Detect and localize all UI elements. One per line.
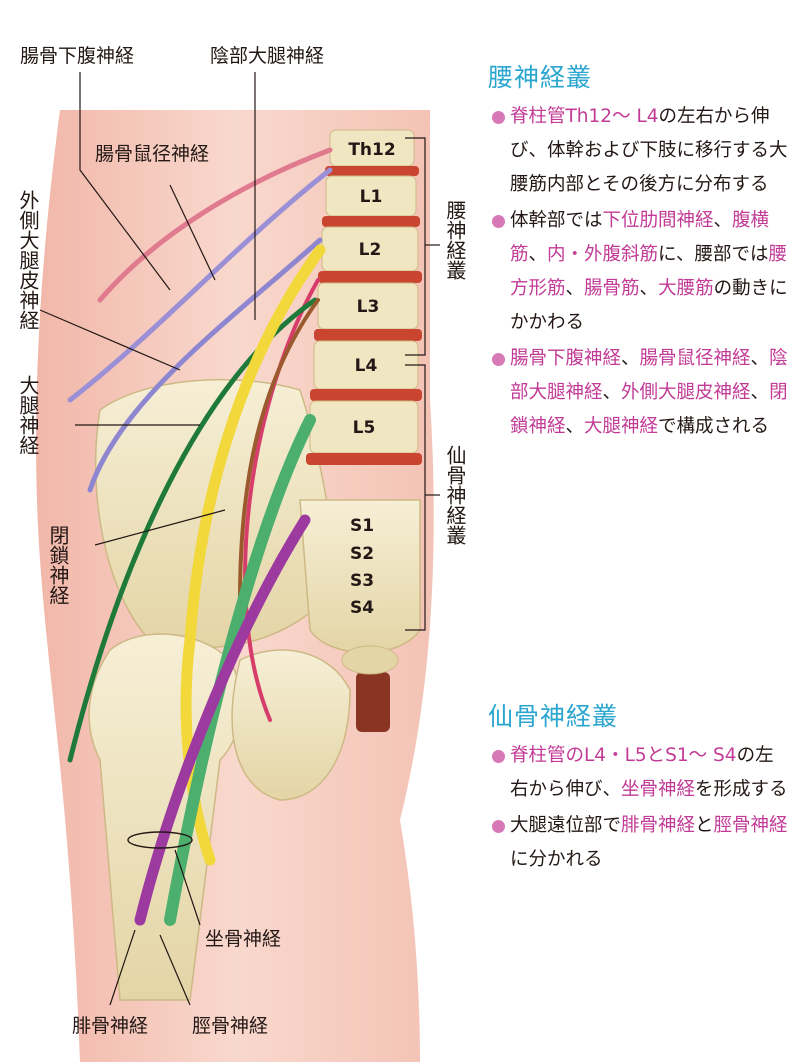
- pubis: [231, 649, 351, 801]
- leader-lines: [39, 72, 440, 1006]
- label-femoral: 大腿神経: [16, 375, 40, 455]
- bullet-item: 脊柱管Th12〜 L4の左右から伸び、体幹および下肢に移行する大腰筋内部とその後…: [488, 100, 788, 202]
- rotation-marker: [127, 831, 193, 849]
- bullet-item: 腸骨下腹神経、腸骨鼠径神経、陰部大腿神経、外側大腿皮神経、閉鎖神経、大腿神経で構…: [488, 342, 788, 444]
- label-sacral-plexus-bracket: 仙骨神経叢: [443, 445, 467, 545]
- lumbar-plexus-title: 腰神経叢: [488, 63, 593, 92]
- body-text: に、腰部では: [658, 244, 769, 265]
- label-obturator: 閉鎖神経: [46, 525, 70, 605]
- body-text: 、: [621, 348, 640, 369]
- label-tibial: 脛骨神経: [192, 1015, 268, 1037]
- label-l1: L1: [360, 187, 383, 207]
- body-text: 、: [639, 278, 659, 299]
- body-text: の動きにかかわる: [510, 278, 788, 333]
- nerves: [67, 147, 333, 926]
- sacral-plexus-list: 脊柱管のL4・L5とS1〜 S4の左右から伸び、坐骨神経を形成する大腿遠位部で腓…: [488, 739, 788, 877]
- label-l5: L5: [353, 418, 376, 438]
- label-genitofemoral: 陰部大腿神経: [210, 45, 324, 67]
- label-l2: L2: [359, 240, 382, 260]
- lumbar-plexus-panel: 腰神経叢 脊柱管Th12〜 L4の左右から伸び、体幹および下肢に移行する大腰筋内…: [488, 58, 788, 446]
- label-sciatic: 坐骨神経: [205, 928, 281, 950]
- highlight-text: 腸骨鼠径神経: [639, 348, 751, 369]
- bullet-item: 体幹部では下位肋間神経、腹横筋、内・外腹斜筋に、腰部では腰方形筋、腸骨筋、大腰筋…: [488, 204, 788, 340]
- highlight-text: 脊柱管のL4・L5とS1〜 S4: [510, 745, 737, 766]
- highlight-text: 脊柱管Th12〜 L4: [510, 106, 659, 127]
- disc: [318, 271, 422, 283]
- label-ilioinguinal: 腸骨鼠径神経: [95, 143, 209, 165]
- label-lumbar-plexus-bracket: 腰神経叢: [443, 200, 467, 280]
- body-text: と: [695, 815, 714, 836]
- disc: [310, 389, 422, 401]
- body-text: 大腿遠位部で: [510, 815, 622, 836]
- highlight-text: 腸骨筋: [584, 278, 640, 299]
- highlight-text: 坐骨神経: [621, 779, 696, 800]
- genitofemoral-nerve: [243, 278, 320, 722]
- highlight-text: 腸骨下腹神経: [510, 348, 622, 369]
- highlight-text: 閉鎖神経: [510, 382, 788, 437]
- body-text: の左右から伸び、体幹および下肢に移行する大腰筋内部とその後方に分布する: [510, 106, 788, 195]
- obturator-nerve: [238, 298, 320, 602]
- label-l3: L3: [357, 297, 380, 317]
- lateral-femoral-cutaneous-nerve: [87, 237, 323, 493]
- body-text: を形成する: [695, 779, 788, 800]
- spine: [306, 129, 422, 465]
- label-s2: S2: [350, 544, 374, 564]
- body-text: 、: [565, 278, 585, 299]
- body-text: 、: [713, 210, 733, 231]
- label-lateral-femoral-cutaneous: 外側大腿皮神経: [16, 190, 40, 330]
- highlight-text: 内・外腹斜筋: [547, 244, 659, 265]
- disc: [314, 329, 422, 341]
- label-l4: L4: [355, 356, 378, 376]
- highlight-text: 大腿神経: [584, 416, 659, 437]
- body-text: 、: [565, 416, 585, 437]
- disc: [306, 453, 422, 465]
- body-text: の左右から伸び、: [510, 745, 774, 800]
- label-peroneal: 腓骨神経: [72, 1015, 148, 1037]
- body-text: 、: [750, 382, 770, 403]
- label-iliohypogastric: 腸骨下腹神経: [20, 45, 134, 67]
- body-text: 、: [528, 244, 548, 265]
- body-text: 体幹部では: [510, 210, 603, 231]
- highlight-text: 下位肋間神経: [602, 210, 714, 231]
- coccyx: [356, 672, 390, 732]
- sacral-plexus-title: 仙骨神経叢: [488, 702, 619, 731]
- highlight-text: 脛骨神経: [713, 815, 788, 836]
- body-text: 、: [602, 382, 622, 403]
- highlight-text: 大腰筋: [658, 278, 714, 299]
- peroneal-nerve: [134, 514, 311, 926]
- highlight-text: 腹横筋: [510, 210, 770, 265]
- disc: [325, 166, 419, 176]
- highlight-text: 腰方形筋: [510, 244, 788, 299]
- label-s4: S4: [350, 598, 374, 618]
- figure-labels: 腸骨下腹神経 陰部大腿神経 腸骨鼠径神経 坐骨神経 腓骨神経 脛骨神経 外側大腿…: [16, 45, 467, 1037]
- body-text: で構成される: [658, 416, 770, 437]
- body-text: 、: [750, 348, 770, 369]
- sacral-plexus-panel: 仙骨神経叢 脊柱管のL4・L5とS1〜 S4の左右から伸び、坐骨神経を形成する大…: [488, 697, 788, 879]
- tibial-nerve: [164, 414, 316, 926]
- ilioinguinal-nerve: [67, 167, 333, 403]
- bullet-item: 脊柱管のL4・L5とS1〜 S4の左右から伸び、坐骨神経を形成する: [488, 739, 788, 807]
- vertebra-labels: Th12 L1 L2 L3 L4 L5 S1 S2 S3 S4: [348, 140, 395, 618]
- body-text: に分かれる: [510, 849, 603, 870]
- bullet-item: 大腿遠位部で腓骨神経と脛骨神経に分かれる: [488, 809, 788, 877]
- highlight-text: 腓骨神経: [621, 815, 696, 836]
- iliohypogastric-nerve: [97, 147, 333, 303]
- lumbar-plexus-list: 脊柱管Th12〜 L4の左右から伸び、体幹および下肢に移行する大腰筋内部とその後…: [488, 100, 788, 444]
- label-s1: S1: [350, 516, 374, 536]
- disc: [322, 216, 420, 227]
- highlight-text: 陰部大腿神経: [510, 348, 788, 403]
- label-s3: S3: [350, 571, 374, 591]
- label-th12: Th12: [348, 140, 395, 160]
- highlight-text: 外側大腿皮神経: [621, 382, 751, 403]
